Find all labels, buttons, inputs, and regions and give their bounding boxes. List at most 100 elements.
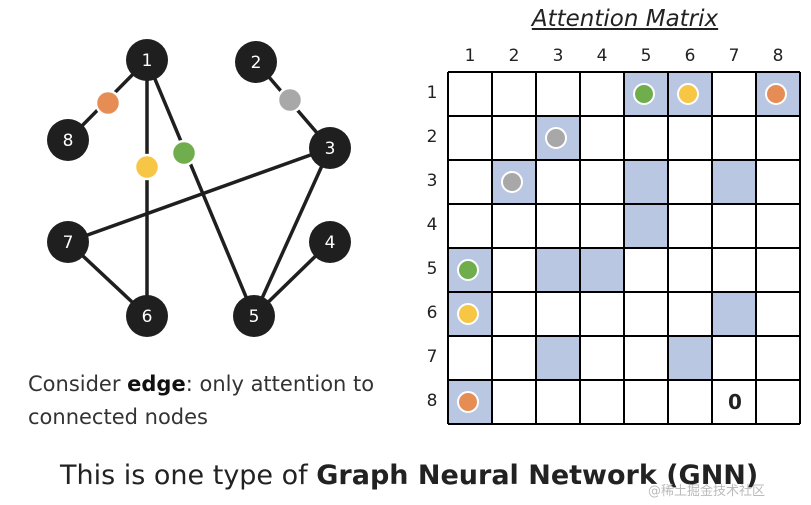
grid-line-vertical [799, 72, 801, 424]
matrix-cell-7-4 [580, 336, 624, 380]
edge-dot-orange [94, 89, 122, 117]
col-label-5: 5 [640, 46, 652, 66]
matrix-cell-6-6 [668, 292, 712, 336]
node-label: 8 [63, 131, 74, 151]
matrix-cell-3-3 [536, 160, 580, 204]
matrix-cell-5-6 [668, 248, 712, 292]
caption: Consider edge: only attention to connect… [28, 368, 408, 434]
matrix-cell-3-8 [756, 160, 800, 204]
matrix-cell-4-5 [624, 204, 668, 248]
matrix-cell-7-2 [492, 336, 536, 380]
matrix-cell-4-8 [756, 204, 800, 248]
matrix-cell-5-3 [536, 248, 580, 292]
matrix-cell-8-2 [492, 380, 536, 424]
footer-text-start: This is one type of [60, 460, 317, 491]
matrix-cell-6-8 [756, 292, 800, 336]
matrix-dot-orange [765, 83, 787, 105]
matrix-cell-1-7 [712, 72, 756, 116]
matrix-cell-7-3 [536, 336, 580, 380]
matrix-cell-5-5 [624, 248, 668, 292]
col-label-2: 2 [508, 46, 520, 66]
col-label-6: 6 [684, 46, 696, 66]
matrix-cell-4-3 [536, 204, 580, 248]
row-label-6: 6 [426, 303, 438, 323]
matrix-cell-4-2 [492, 204, 536, 248]
grid-line-vertical [755, 72, 757, 424]
matrix-title: Attention Matrix [531, 6, 719, 32]
node-6: 6 [126, 295, 168, 337]
node-circle [47, 221, 89, 263]
matrix-cell-4-7 [712, 204, 756, 248]
grid-line-horizontal [448, 423, 800, 425]
matrix-cell-7-6 [668, 336, 712, 380]
matrix-cell-8-4 [580, 380, 624, 424]
matrix-cell-2-6 [668, 116, 712, 160]
node-3: 3 [309, 127, 351, 169]
node-label: 5 [249, 307, 260, 327]
matrix-cell-1-4 [580, 72, 624, 116]
matrix-cell-6-5 [624, 292, 668, 336]
matrix-cell-4-6 [668, 204, 712, 248]
grid-line-horizontal [448, 247, 800, 249]
matrix-cell-1-2 [492, 72, 536, 116]
grid-line-vertical [667, 72, 669, 424]
node-circle [126, 295, 168, 337]
node-circle [235, 41, 277, 83]
matrix-zero-label: 0 [728, 390, 742, 414]
grid-line-horizontal [448, 291, 800, 293]
node-4: 4 [309, 221, 351, 263]
watermark: @稀土掘金技术社区 [648, 484, 766, 499]
col-label-4: 4 [596, 46, 608, 66]
matrix-cell-5-8 [756, 248, 800, 292]
matrix-cell-5-7 [712, 248, 756, 292]
matrix-cell-1-1 [448, 72, 492, 116]
node-circle [47, 119, 89, 161]
edge-3-7 [67, 146, 331, 244]
matrix-cell-8-5 [624, 380, 668, 424]
matrix-dot-gray [501, 171, 523, 193]
matrix-cell-3-4 [580, 160, 624, 204]
edge-dot-yellow [133, 153, 161, 181]
col-label-8: 8 [772, 46, 784, 66]
matrix-cell-2-1 [448, 116, 492, 160]
grid-line-horizontal [448, 379, 800, 381]
node-circle [233, 295, 275, 337]
row-label-1: 1 [426, 83, 438, 103]
attention-matrix: 0 [447, 71, 801, 425]
matrix-dot-green [457, 259, 479, 281]
matrix-cell-2-2 [492, 116, 536, 160]
node-1: 1 [126, 39, 168, 81]
row-label-7: 7 [426, 347, 438, 367]
matrix-cell-2-4 [580, 116, 624, 160]
matrix-cell-4-1 [448, 204, 492, 248]
edge-dot-green [170, 139, 198, 167]
grid-line-vertical [711, 72, 713, 424]
matrix-cell-8-8 [756, 380, 800, 424]
row-label-5: 5 [426, 259, 438, 279]
matrix-cell-7-5 [624, 336, 668, 380]
matrix-cell-6-4 [580, 292, 624, 336]
edge-3-5 [252, 147, 332, 317]
edge-dot-gray [276, 86, 304, 114]
caption-text-start: Consider [28, 372, 128, 396]
matrix-cell-5-2 [492, 248, 536, 292]
col-label-7: 7 [728, 46, 740, 66]
matrix-cell-3-5 [624, 160, 668, 204]
footer-bold: Graph Neural Network (GNN) [316, 460, 759, 491]
matrix-cell-7-1 [448, 336, 492, 380]
matrix-cell-6-2 [492, 292, 536, 336]
grid-line-horizontal [448, 335, 800, 337]
matrix-cell-7-8 [756, 336, 800, 380]
node-2: 2 [235, 41, 277, 83]
matrix-cell-6-3 [536, 292, 580, 336]
caption-bold: edge [127, 372, 186, 396]
col-label-1: 1 [464, 46, 476, 66]
matrix-cell-1-3 [536, 72, 580, 116]
matrix-cell-3-1 [448, 160, 492, 204]
matrix-dot-yellow [677, 83, 699, 105]
node-5: 5 [233, 295, 275, 337]
node-label: 1 [142, 51, 153, 71]
matrix-cell-2-8 [756, 116, 800, 160]
matrix-dot-green [633, 83, 655, 105]
